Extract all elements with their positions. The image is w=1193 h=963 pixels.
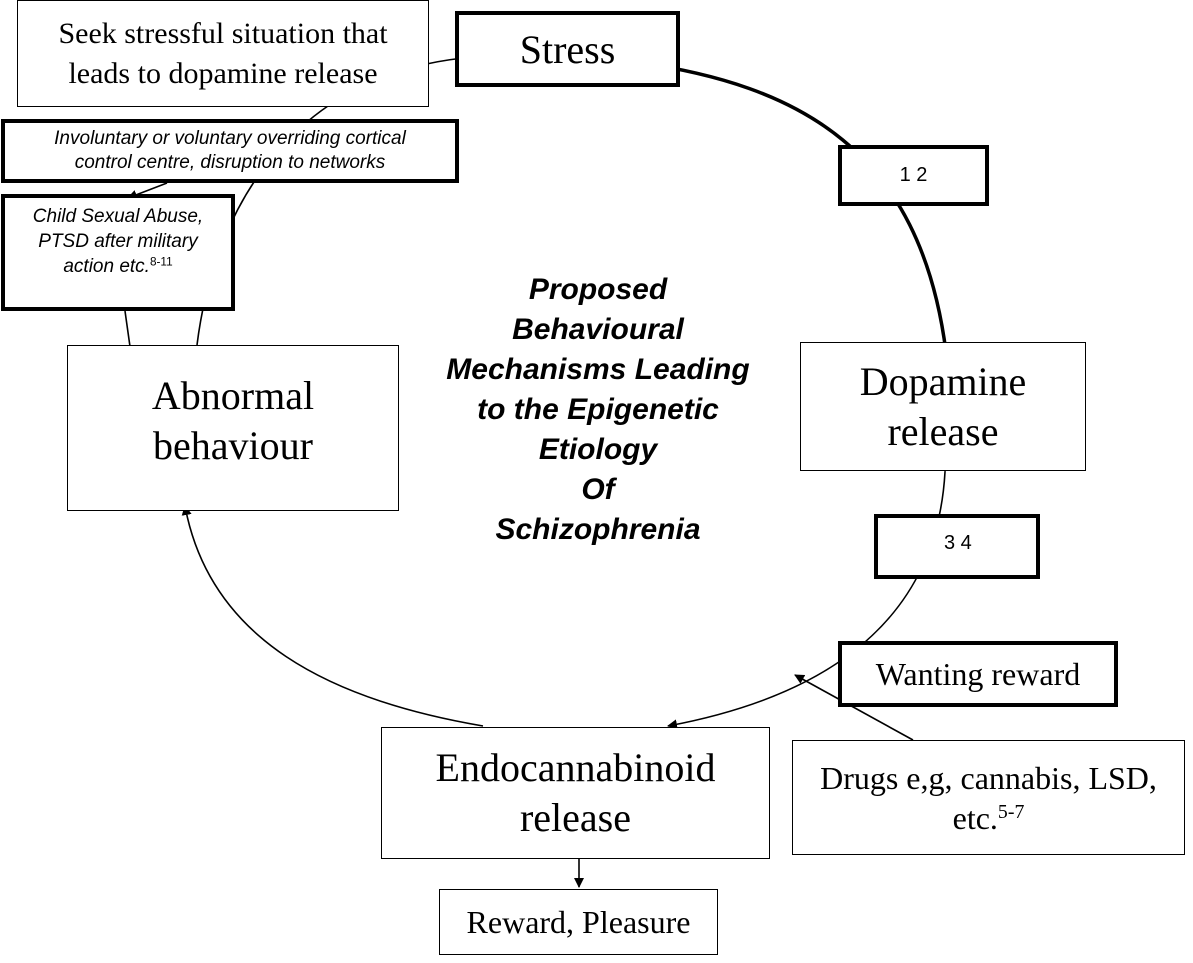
arrow-stress-to-dopamine [634, 60, 950, 353]
arrow-drugs-to-cycle [794, 674, 914, 741]
reference-1-2-label: 1 2 [899, 164, 928, 186]
stress-box: Stress [455, 11, 680, 87]
endocannabinoid-line1: Endocannabinoid [435, 745, 716, 790]
title-line-2: Behavioural [512, 313, 684, 346]
reference-box-1-2: 1 2 [838, 145, 989, 206]
abnormal-behaviour-box: Abnormal behaviour [67, 345, 399, 511]
title-line-6: Of [581, 473, 615, 506]
seek-stress-box: Seek stressful situation that leads to d… [17, 0, 429, 107]
arrow-endocannabinoid-to-abnormal [181, 505, 484, 727]
diagram-title: Proposed Behavioural Mechanisms Leading … [418, 270, 778, 550]
title-line-7: Schizophrenia [495, 513, 701, 546]
title-line-3: Mechanisms Leading [446, 353, 750, 386]
reference-3-4-label: 3 4 [944, 532, 972, 554]
involuntary-line2: control centre, disruption to networks [74, 152, 386, 173]
abnormal-line2: behaviour [153, 423, 313, 468]
drugs-line1: Drugs e,g, cannabis, LSD, [820, 759, 1157, 796]
endocannabinoid-release-box: Endocannabinoid release [381, 727, 770, 859]
endocannabinoid-line2: release [519, 795, 631, 840]
drugs-box: Drugs e,g, cannabis, LSD, etc.5-7 [792, 740, 1185, 855]
wanting-reward-label: Wanting reward [875, 655, 1081, 692]
reward-pleasure-label: Reward, Pleasure [466, 903, 691, 940]
involuntary-line1: Involuntary or voluntary overriding cort… [54, 128, 406, 149]
involuntary-box: Involuntary or voluntary overriding cort… [1, 119, 459, 183]
child-abuse-line1: Child Sexual Abuse, [32, 206, 204, 227]
title-line-4: to the Epigenetic [477, 393, 719, 426]
drugs-line2: etc.5-7 [820, 798, 1157, 838]
child-abuse-line2: PTSD after military [38, 231, 198, 252]
dopamine-line1: Dopamine [859, 358, 1027, 404]
drugs-citation: 5-7 [997, 800, 1025, 823]
abnormal-line1: Abnormal [151, 373, 315, 418]
child-abuse-line3-text: action etc. [63, 256, 150, 277]
reward-pleasure-box: Reward, Pleasure [439, 889, 718, 955]
child-abuse-box: Child Sexual Abuse, PTSD after military … [1, 194, 235, 311]
seek-stress-line1: Seek stressful situation that [58, 16, 388, 50]
title-line-5: Etiology [538, 433, 658, 466]
stress-label: Stress [519, 26, 616, 72]
drugs-line2-text: etc. [952, 799, 998, 836]
title-line-1: Proposed [528, 273, 668, 306]
wanting-reward-box: Wanting reward [838, 641, 1118, 707]
seek-stress-line2: leads to dopamine release [68, 56, 378, 90]
child-abuse-line3: action etc.8-11 [33, 254, 203, 279]
dopamine-release-box: Dopamine release [800, 342, 1086, 471]
reference-box-3-4: 3 4 [874, 514, 1040, 579]
child-abuse-citation: 8-11 [149, 255, 173, 269]
dopamine-line2: release [887, 408, 999, 454]
